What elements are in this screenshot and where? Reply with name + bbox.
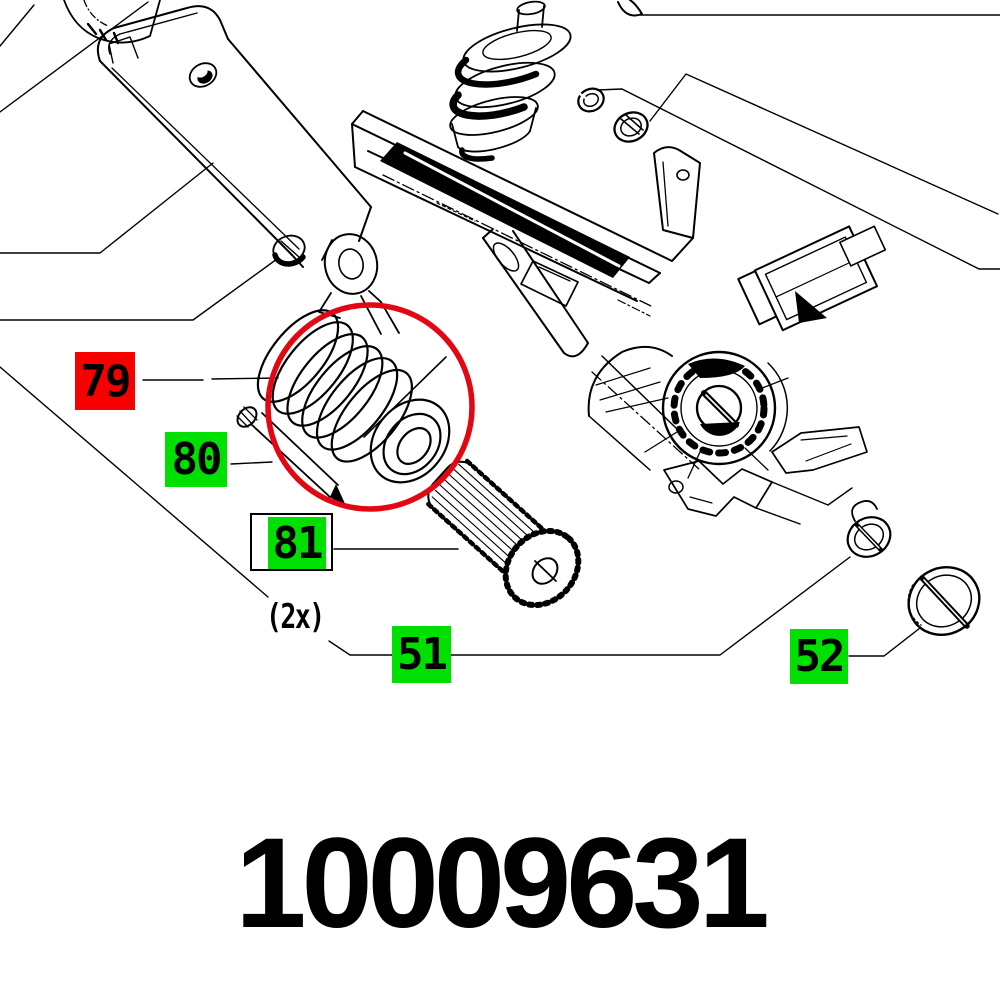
screw-small-part [846,500,892,558]
highlight-circle [265,302,475,512]
callout-79-label: 79 [80,355,132,407]
screw-large-part [907,566,981,636]
washer-stack-part [449,0,572,162]
callout-81[interactable]: 81 [250,513,333,571]
callout-79[interactable]: 79 [75,352,135,410]
coil-spring-part [256,309,451,484]
pin-part [236,406,347,508]
clamp-and-nut-part [272,233,400,335]
gear-housing-part [587,299,868,525]
callout-52-label: 52 [794,631,846,682]
support-bracket-part [653,146,701,262]
callout-51-label: 51 [397,629,448,680]
ring-washer-small-part [577,87,605,113]
clip-part [617,0,643,17]
switch-block-part [737,225,887,332]
callout-80-label: 80 [171,434,223,485]
leader-lines [0,1,1000,657]
lever-arm-part [96,5,372,268]
quantity-note: (2x) [266,597,325,637]
ring-washer-large-part [613,111,649,143]
guard-segment-part [63,0,161,45]
gear-shaft-part [426,458,582,609]
part-number: 10009631 [235,812,770,955]
callout-81-box: 81 [268,517,326,569]
callout-81-label: 81 [272,517,324,569]
main-beam-part [351,110,673,308]
callout-52[interactable]: 52 [790,629,848,684]
callout-80[interactable]: 80 [165,432,227,487]
callout-51[interactable]: 51 [392,626,451,683]
strut-part [482,228,589,358]
